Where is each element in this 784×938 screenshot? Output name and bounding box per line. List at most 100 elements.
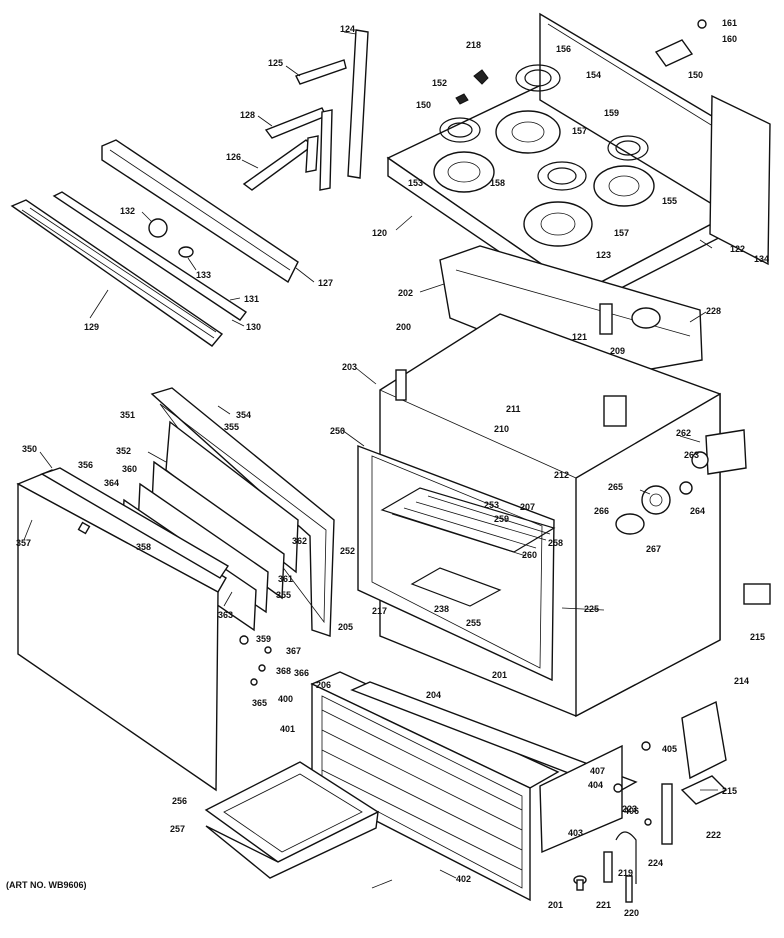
callout-133: 133: [196, 270, 211, 280]
callout-201-mid: 201: [492, 670, 507, 680]
callout-253: 253: [484, 500, 499, 510]
callout-225: 225: [584, 604, 599, 614]
callout-258: 258: [548, 538, 563, 548]
callout-264: 264: [690, 506, 705, 516]
callout-250: 250: [330, 426, 345, 436]
callout-256: 256: [172, 796, 187, 806]
callout-265: 265: [608, 482, 623, 492]
callout-365: 365: [252, 698, 267, 708]
callout-159: 159: [604, 108, 619, 118]
callout-211: 211: [506, 404, 521, 414]
callout-128: 128: [240, 110, 255, 120]
callout-156: 156: [556, 44, 571, 54]
callout-400: 400: [278, 694, 293, 704]
drawer-front-403: [350, 681, 638, 854]
art-number-caption: (ART NO. WB9606): [6, 880, 87, 890]
callout-215-bottom: 215: [722, 786, 737, 796]
callout-404: 404: [588, 780, 603, 790]
callout-210: 210: [494, 424, 509, 434]
callout-260: 260: [522, 550, 537, 560]
right-side-components: [615, 429, 771, 605]
callout-405: 405: [662, 744, 677, 754]
callout-259: 259: [494, 514, 509, 524]
callout-357: 357: [16, 538, 31, 548]
callout-214: 214: [734, 676, 749, 686]
callout-205: 205: [338, 622, 353, 632]
callout-200: 200: [396, 322, 411, 332]
callout-132: 132: [120, 206, 135, 216]
callout-355-bottom: 355: [276, 590, 291, 600]
callout-150-left: 150: [416, 100, 431, 110]
callout-219: 219: [618, 868, 633, 878]
callout-123: 123: [596, 250, 611, 260]
callout-352: 352: [116, 446, 131, 456]
side-trim-strips: [242, 29, 369, 191]
callout-351: 351: [120, 410, 135, 420]
bracket-214-215: [680, 700, 728, 805]
callout-206: 206: [316, 680, 331, 690]
callout-362: 362: [292, 536, 307, 546]
callout-356: 356: [78, 460, 93, 470]
hinge-screws: [239, 635, 272, 686]
callout-120: 120: [372, 228, 387, 238]
callout-406: 406: [624, 806, 639, 816]
callout-152: 152: [432, 78, 447, 88]
oven-door-assembly: [16, 387, 335, 792]
callout-121: 121: [572, 332, 587, 342]
callout-366: 366: [294, 668, 309, 678]
callout-222: 222: [706, 830, 721, 840]
callout-150-right: 150: [688, 70, 703, 80]
back-panel-134: [709, 94, 771, 266]
callout-201-bottom: 201: [548, 900, 563, 910]
broiler-pan-256-257: [204, 761, 380, 879]
leveling-parts: [573, 741, 673, 903]
oven-liner-250: [357, 444, 556, 682]
callout-220: 220: [624, 908, 639, 918]
callout-157-bottom: 157: [614, 228, 629, 238]
callout-158: 158: [490, 178, 505, 188]
callout-361: 361: [278, 574, 293, 584]
callout-160: 160: [722, 34, 737, 44]
callout-252: 252: [340, 546, 355, 556]
callout-212: 212: [554, 470, 569, 480]
callout-263: 263: [684, 450, 699, 460]
callout-402: 402: [456, 874, 471, 884]
callout-129: 129: [84, 322, 99, 332]
callout-403: 403: [568, 828, 583, 838]
callout-127: 127: [318, 278, 333, 288]
control-panel-bar: [101, 139, 299, 284]
callout-367: 367: [286, 646, 301, 656]
callout-223: 223: [622, 804, 637, 814]
callout-157-top: 157: [572, 126, 587, 136]
callout-364: 364: [104, 478, 119, 488]
callout-215-right: 215: [750, 632, 765, 642]
callout-359: 359: [256, 634, 271, 644]
callout-153-left: 153: [408, 178, 423, 188]
callout-124: 124: [340, 24, 355, 34]
callout-221: 221: [596, 900, 611, 910]
top-frame-202: [439, 245, 703, 379]
callout-257: 257: [170, 824, 185, 834]
callout-218: 218: [466, 40, 481, 50]
callout-202: 202: [398, 288, 413, 298]
storage-drawer-401: [310, 671, 560, 902]
callout-224: 224: [648, 858, 663, 868]
callout-407: 407: [590, 766, 605, 776]
callout-401: 401: [280, 724, 295, 734]
callout-217: 217: [372, 606, 387, 616]
callout-131: 131: [244, 294, 259, 304]
callout-228: 228: [706, 306, 721, 316]
callout-262: 262: [676, 428, 691, 438]
cooktop-assembly: [386, 12, 744, 310]
callout-358: 358: [136, 542, 151, 552]
callout-266: 266: [594, 506, 609, 516]
callout-125: 125: [268, 58, 283, 68]
leader-lines: [23, 31, 718, 889]
callout-207: 207: [520, 502, 535, 512]
callout-130: 130: [246, 322, 261, 332]
callout-134: 134: [754, 254, 769, 264]
callout-204: 204: [426, 690, 441, 700]
callout-122: 122: [730, 244, 745, 254]
callout-labels: 124 125 128 126 127 132 133 129 131 130 …: [16, 18, 769, 918]
